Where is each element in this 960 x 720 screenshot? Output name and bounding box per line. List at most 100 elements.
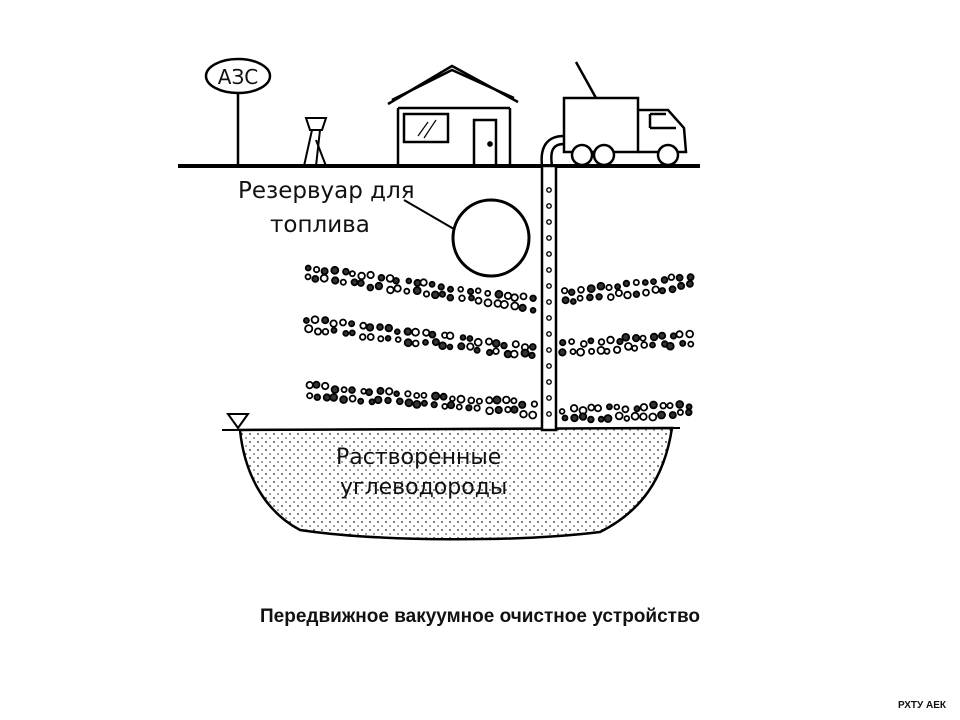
contaminant-particle [649, 341, 656, 349]
contaminant-particle [494, 405, 503, 415]
contaminant-particle [466, 342, 475, 351]
contaminant-particle [675, 400, 684, 409]
contaminant-particle [342, 329, 350, 337]
contaminant-particle [449, 395, 456, 403]
contaminant-particle [632, 278, 640, 286]
contaminant-particle [485, 348, 494, 357]
contaminant-particle [350, 278, 359, 287]
contaminant-particle [639, 334, 647, 342]
contaminant-particle [393, 284, 402, 293]
contaminant-particle [519, 292, 528, 301]
contaminant-particle [675, 330, 684, 339]
house-icon [387, 64, 519, 168]
contaminant-particle [403, 287, 411, 295]
contaminant-particle [687, 340, 695, 348]
contaminant-particle [511, 340, 520, 349]
contaminant-particle [595, 293, 603, 301]
contaminant-particle [474, 287, 482, 295]
contaminant-particle [614, 283, 621, 291]
pipe-bubble [546, 219, 552, 225]
contaminant-particle [685, 329, 694, 339]
contaminant-particle [588, 347, 596, 355]
contaminant-particle [622, 279, 631, 288]
contaminant-particle [366, 283, 375, 292]
contaminant-particle [649, 332, 659, 342]
diagram-caption: Передвижное вакуумное очистное устройств… [260, 606, 700, 627]
contaminant-particle [313, 327, 322, 336]
contaminant-particle [374, 395, 383, 405]
contaminant-particle [569, 298, 577, 305]
contaminant-particle [457, 285, 465, 293]
contaminant-particle [305, 380, 314, 390]
contaminant-particle [330, 265, 340, 275]
contaminant-particle [510, 397, 518, 405]
contaminant-particle [577, 285, 585, 294]
contaminant-particle [603, 414, 613, 423]
contaminant-particle [586, 284, 596, 294]
contaminant-particle [302, 317, 310, 324]
contaminant-particle [321, 328, 330, 336]
contaminant-particle [494, 289, 504, 299]
contaminant-particle [503, 291, 513, 300]
contaminant-particle [319, 273, 329, 283]
contaminant-particle [348, 386, 356, 394]
contaminant-particle [411, 327, 420, 337]
contaminant-particle [348, 394, 357, 403]
contaminant-particle [483, 298, 493, 308]
contaminant-particle [393, 328, 401, 336]
reservoir-label-line2: топлива [270, 212, 370, 238]
vacuum-truck-icon [540, 61, 688, 167]
contaminant-particle [430, 290, 440, 300]
recovery-well-pipe [540, 164, 558, 432]
contaminant-particle [660, 276, 669, 284]
contaminant-particle [569, 404, 579, 413]
contaminant-particle [560, 287, 569, 295]
contaminant-particle [667, 273, 676, 281]
contaminant-particle [528, 351, 536, 359]
contaminant-particle [632, 290, 641, 298]
contaminant-particle [431, 338, 440, 347]
contaminant-particle [322, 393, 331, 402]
azs-label: АЗС [218, 65, 258, 89]
contaminant-particle [411, 339, 420, 348]
contaminant-particle [499, 299, 509, 309]
contaminant-particle [520, 348, 530, 358]
contaminant-particle [357, 279, 365, 287]
contaminant-particle [384, 334, 392, 342]
contaminant-particle [492, 395, 502, 405]
contaminant-particle [518, 303, 527, 312]
contaminant-particle [445, 331, 455, 340]
contaminant-particle [311, 274, 320, 283]
contaminant-particle [502, 395, 511, 405]
contaminant-particle [393, 390, 400, 398]
contaminant-particle [586, 293, 594, 302]
contaminant-particle [594, 404, 603, 413]
contaminant-particle [386, 285, 395, 295]
contaminant-particle [304, 324, 314, 334]
contaminant-particle [606, 293, 615, 301]
contaminant-particle [384, 396, 392, 405]
contaminant-particle [457, 342, 466, 351]
contaminant-particle [422, 328, 431, 337]
contaminant-particle [658, 331, 667, 340]
contaminant-particle [422, 290, 431, 298]
contaminant-particle [405, 277, 413, 285]
contaminant-particle [630, 411, 640, 421]
pipe-bubble [546, 251, 552, 257]
contaminant-particle [518, 400, 527, 409]
contaminant-particle [613, 403, 621, 411]
contaminant-particle [561, 296, 570, 305]
contaminant-particle [339, 318, 347, 327]
contaminant-particle [510, 293, 519, 302]
contaminant-particle [669, 332, 678, 340]
contaminant-particle [357, 271, 366, 281]
contaminant-particle [649, 400, 658, 410]
pipe-bubble [546, 379, 552, 385]
contaminant-particle [446, 285, 454, 293]
contaminant-particle [474, 296, 483, 305]
contaminant-particle [312, 380, 321, 389]
contaminant-particle [475, 397, 483, 405]
contaminant-particle [376, 323, 384, 331]
dissolved-label-line2: углеводороды [340, 475, 507, 500]
contaminant-particle [639, 403, 649, 412]
